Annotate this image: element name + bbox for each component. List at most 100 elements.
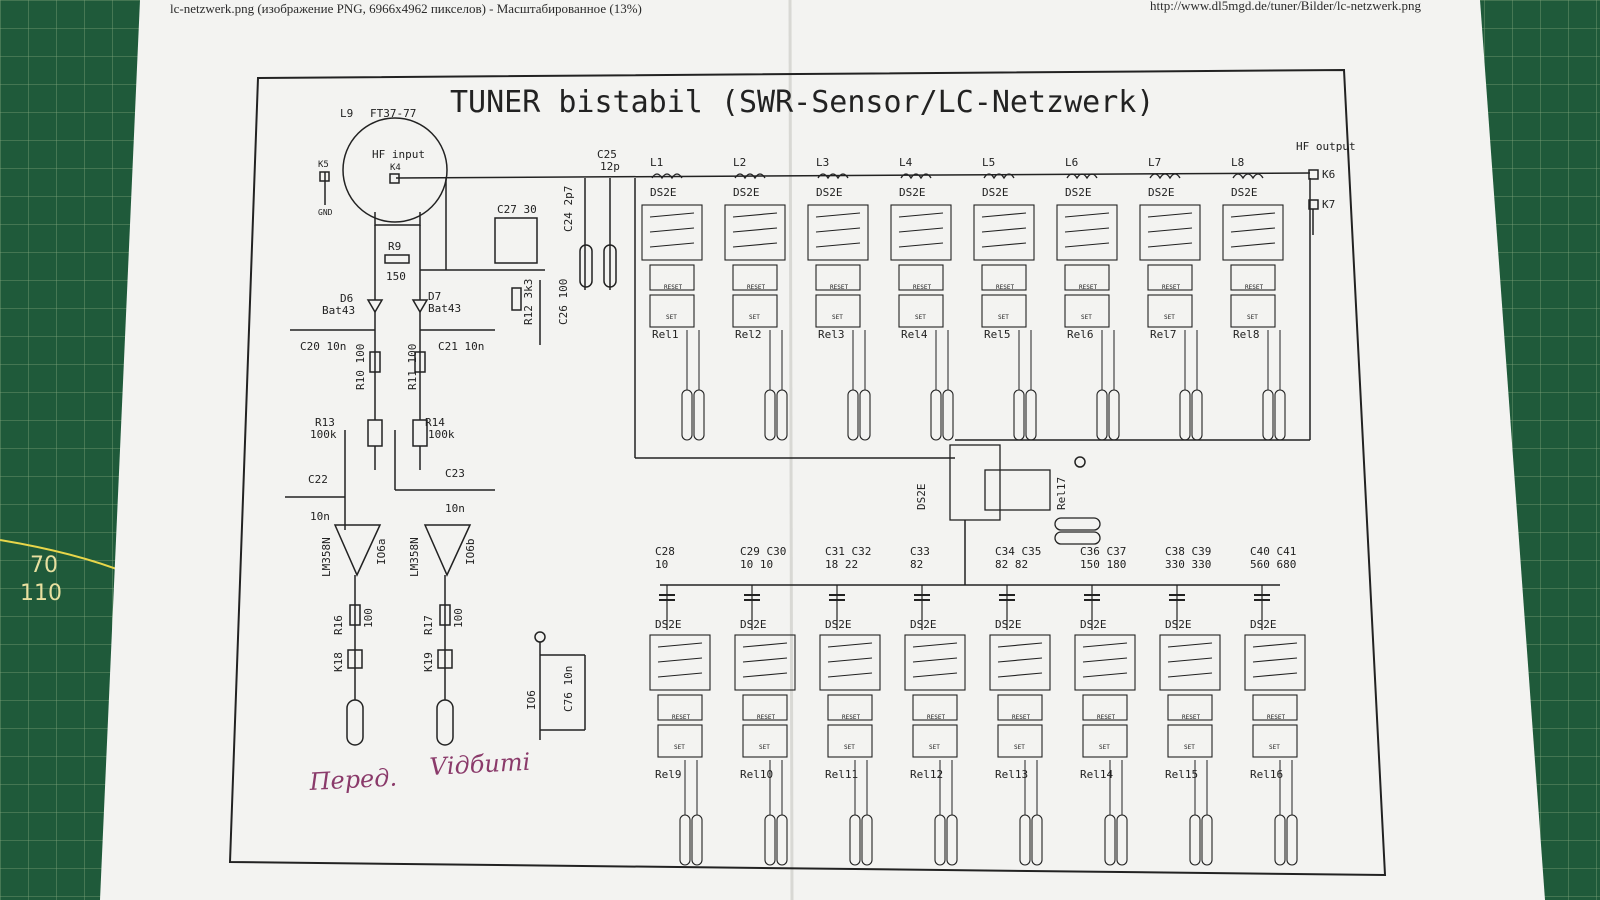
c26-label: C26 100	[557, 279, 570, 325]
set-label: SET	[1099, 744, 1110, 751]
k4-label: K4	[390, 163, 401, 173]
rel17-coils	[984, 469, 1051, 511]
contact-switch	[1147, 242, 1193, 248]
capacitor-ref: C38 C39	[1165, 545, 1211, 558]
r14-val: 100k	[428, 428, 455, 441]
reset-coil	[827, 694, 873, 721]
c23-ref: C23	[445, 467, 465, 480]
io6b-ref: IO6b	[464, 539, 477, 566]
reset-coil	[1167, 694, 1213, 721]
relay-contacts	[989, 634, 1051, 691]
r16-ref: R16	[332, 615, 345, 635]
set-label: SET	[1247, 314, 1258, 321]
c21-label: C21 10n	[438, 340, 484, 353]
reset-coil	[732, 264, 778, 291]
set-label: SET	[1164, 314, 1175, 321]
relay-label: Rel9	[655, 768, 682, 781]
k18-label: K18	[332, 652, 345, 672]
c23-val: 10n	[445, 502, 465, 515]
rel17-relay	[949, 444, 1101, 545]
print-header-right: http://www.dl5mgd.de/tuner/Bilder/lc-net…	[1150, 0, 1422, 13]
relay-type-label: DS2E	[825, 618, 852, 631]
set-label: SET	[1014, 744, 1025, 751]
protractor-mark: 110	[20, 581, 62, 606]
contact-switch	[649, 242, 695, 248]
relay-contacts	[1244, 634, 1306, 691]
contact-switch	[649, 227, 695, 233]
set-coil	[742, 724, 788, 758]
inductor-label: L5	[982, 156, 995, 169]
contact-switch	[1064, 227, 1110, 233]
reset-coil	[997, 694, 1043, 721]
io6b-type: LM358N	[408, 537, 421, 577]
contact-switch	[649, 212, 695, 218]
k19-pin	[437, 649, 453, 669]
contact-switch	[1167, 657, 1213, 663]
relay-label: Rel3	[818, 328, 845, 341]
capacitor-value: 10 10	[740, 558, 773, 571]
k5-pin	[319, 171, 330, 182]
r10-label: R10 100	[354, 344, 367, 390]
set-coil	[1082, 724, 1128, 758]
reset-coil	[1252, 694, 1298, 721]
relay-type-label: DS2E	[655, 618, 682, 631]
relay-contacts	[973, 204, 1035, 261]
capacitor-ref: C34 C35	[995, 545, 1041, 558]
set-coil	[1064, 294, 1110, 328]
reset-label: RESET	[927, 714, 945, 721]
protractor-mark: 70	[30, 553, 58, 578]
relay-label: Rel15	[1165, 768, 1198, 781]
reset-label: RESET	[747, 284, 765, 291]
k18-pad	[346, 699, 364, 746]
contact-switch	[997, 672, 1043, 678]
vcc-terminal	[1074, 456, 1086, 468]
rel17-ref: Rel17	[1055, 477, 1068, 510]
relay-label: Rel10	[740, 768, 773, 781]
relay-contacts	[1139, 204, 1201, 261]
relay-label: Rel8	[1233, 328, 1260, 341]
set-coil	[649, 294, 695, 328]
reset-label: RESET	[1079, 284, 1097, 291]
relay-contacts	[807, 204, 869, 261]
contact-switch	[657, 642, 703, 648]
cap-pad	[603, 244, 617, 288]
contact-switch	[1230, 212, 1276, 218]
relay-label: Rel4	[901, 328, 928, 341]
print-header-left: lc-netzwerk.png (изображение PNG, 6966x4…	[170, 1, 642, 16]
inductor-label: L4	[899, 156, 913, 169]
contact-switch	[898, 212, 944, 218]
contact-switch	[1230, 242, 1276, 248]
set-coil	[912, 724, 958, 758]
reset-coil	[898, 264, 944, 291]
set-coil	[1167, 724, 1213, 758]
rel17-pad	[1054, 517, 1101, 531]
reset-label: RESET	[1182, 714, 1200, 721]
relay-type-label: DS2E	[650, 186, 677, 199]
set-label: SET	[759, 744, 770, 751]
relay-contacts	[1074, 634, 1136, 691]
r9-ref: R9	[388, 240, 401, 253]
capacitor-value: 150 180	[1080, 558, 1126, 571]
inductor-coil	[1066, 173, 1098, 180]
reset-label: RESET	[830, 284, 848, 291]
reset-label: RESET	[672, 714, 690, 721]
d6-type: Bat43	[322, 304, 355, 317]
k6-label: K6	[1322, 168, 1335, 181]
set-label: SET	[1184, 744, 1195, 751]
r17-val: 100	[452, 608, 465, 628]
contact-switch	[1064, 212, 1110, 218]
relay-label: Rel14	[1080, 768, 1113, 781]
r9-val: 150	[386, 270, 406, 283]
r13-val: 100k	[310, 428, 337, 441]
capacitor-ref: C28	[655, 545, 675, 558]
reset-coil	[649, 264, 695, 291]
reset-coil	[815, 264, 861, 291]
contact-switch	[1082, 657, 1128, 663]
contact-switch	[981, 212, 1027, 218]
rel17-contacts	[949, 444, 1001, 521]
d7-ref: D7	[428, 290, 441, 303]
set-coil	[657, 724, 703, 758]
relay-contacts	[904, 634, 966, 691]
